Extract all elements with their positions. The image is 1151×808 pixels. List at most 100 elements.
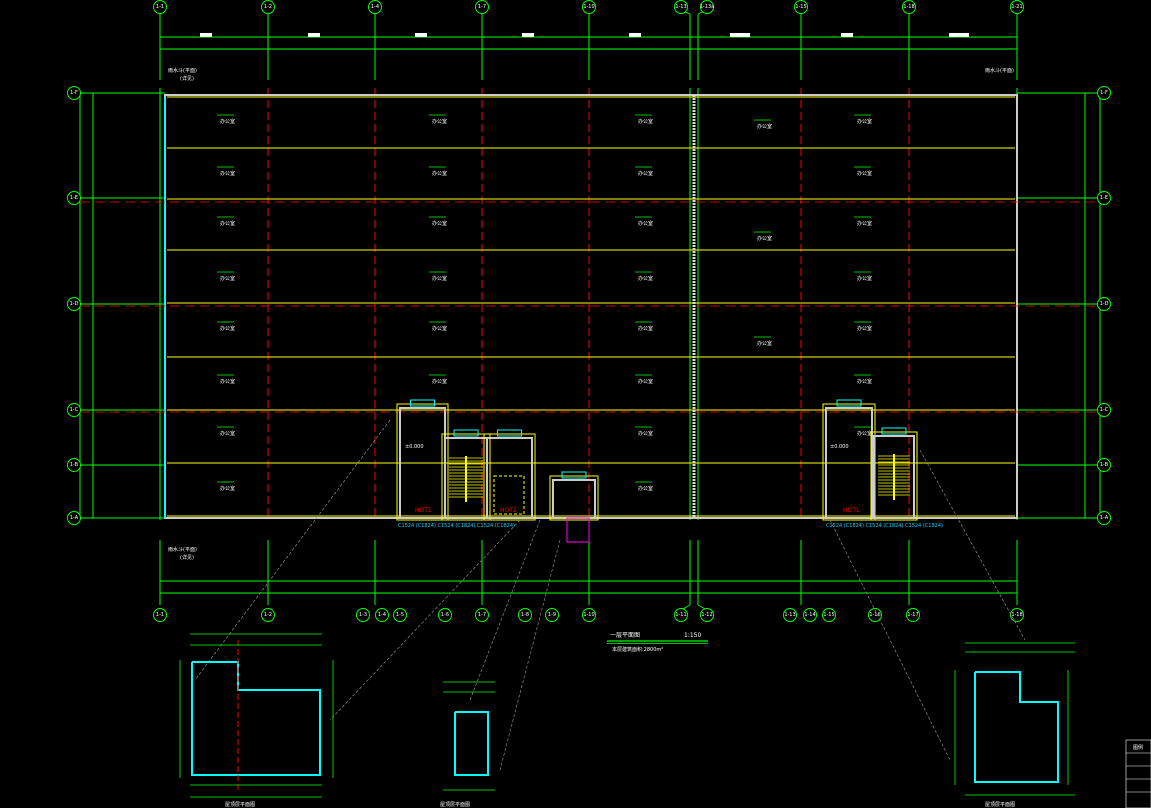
detail1-title: 屋顶层平面图 xyxy=(225,802,255,808)
axis-bubble xyxy=(1097,511,1111,525)
core-wall xyxy=(825,407,873,519)
room-label: 办公室 xyxy=(432,325,447,332)
room-label: 办公室 xyxy=(638,220,653,227)
room-label: 办公室 xyxy=(638,378,653,385)
legend-table: 图例 xyxy=(1125,739,1151,808)
axis-bubble xyxy=(545,608,559,622)
axis-bubble xyxy=(67,297,81,311)
detail-plan-2 xyxy=(454,711,489,776)
axis-label: 1-1 xyxy=(156,612,164,618)
core-outline xyxy=(396,403,449,521)
roof-note-tr: 雨水斗(平面) xyxy=(985,67,1014,74)
axis-bubble xyxy=(1097,191,1111,205)
axis-bubble xyxy=(700,0,714,14)
window xyxy=(410,399,435,407)
drawing-note: 本层建筑面积:2800m² xyxy=(612,646,663,653)
axis-bubble xyxy=(1097,403,1111,417)
dimension-text xyxy=(200,33,212,37)
dimension-text xyxy=(730,33,742,37)
door-codes: C1524 (C1824) C1524 (C1824) C1524 (C1824… xyxy=(398,523,515,529)
axis-bubble xyxy=(674,608,688,622)
axis-bubble xyxy=(902,0,916,14)
axis-label: 1-13 xyxy=(784,612,795,618)
leader-line xyxy=(469,519,541,701)
axis-label: 1-B xyxy=(70,462,79,468)
axis-bubble xyxy=(868,608,882,622)
axis-label: 1-E xyxy=(70,195,78,201)
room-label: 办公室 xyxy=(638,170,653,177)
elevation-label-core1: ±0.000 xyxy=(405,444,424,450)
axis-label: 1-D xyxy=(1100,301,1109,307)
roof-note-bl-2: (详见) xyxy=(180,554,194,561)
core-wall xyxy=(873,435,915,519)
window xyxy=(497,429,522,437)
axis-bubble xyxy=(356,608,370,622)
axis-label: 1-6 xyxy=(441,612,449,618)
label-hot1: HOT1 xyxy=(415,507,432,514)
dimension-text xyxy=(522,33,534,37)
room-label: 办公室 xyxy=(857,325,872,332)
axis-bubble xyxy=(393,608,407,622)
dimension-text xyxy=(415,33,427,37)
stair-cores xyxy=(396,399,918,543)
room-label: 办公室 xyxy=(432,170,447,177)
axis-label: 1-4 xyxy=(378,612,386,618)
axis-bubble xyxy=(803,608,817,622)
dimension-text xyxy=(949,33,961,37)
detail-plans xyxy=(179,419,1075,798)
axis-label: 1-1 xyxy=(156,4,164,10)
axis-bubble xyxy=(1097,458,1111,472)
room-label: 办公室 xyxy=(220,220,235,227)
room-label: 办公室 xyxy=(220,378,235,385)
elevation-label-core-right: ±0.000 xyxy=(830,444,849,450)
axis-bubble xyxy=(368,0,382,14)
axis-bubble xyxy=(153,608,167,622)
dimension-text xyxy=(308,33,320,37)
axis-label: 1-18 xyxy=(1011,612,1022,618)
axis-bubble xyxy=(67,86,81,100)
core-outline xyxy=(870,431,918,521)
detail-plan-1 xyxy=(191,661,321,776)
axis-bubble xyxy=(582,608,596,622)
room-label: 办公室 xyxy=(857,378,872,385)
leader-line xyxy=(499,539,561,771)
room-label: 办公室 xyxy=(638,485,653,492)
detail2-title: 屋顶层平面图 xyxy=(440,802,470,808)
axis-bubble xyxy=(674,0,688,14)
label-hot2: HOT2 xyxy=(500,507,517,514)
room-label: 办公室 xyxy=(220,275,235,282)
label-hot1-right: HOT1 xyxy=(843,507,860,514)
exterior-wall xyxy=(164,94,1018,519)
axis-bubble xyxy=(475,0,489,14)
axis-bubble xyxy=(1097,86,1111,100)
drawing-scale: 1:150 xyxy=(684,632,701,639)
axis-bubble xyxy=(438,608,452,622)
window xyxy=(453,429,479,437)
axis-label: 1-15 xyxy=(823,612,834,618)
leader-line xyxy=(194,419,391,681)
core-wall xyxy=(486,437,533,519)
dimension-text xyxy=(738,33,750,37)
axis-bubble xyxy=(261,608,275,622)
roof-note-tl-2: (详见) xyxy=(180,75,194,82)
axis-label: 1-8 xyxy=(521,612,529,618)
axis-bubble xyxy=(67,458,81,472)
axis-bubble xyxy=(67,403,81,417)
room-label: 办公室 xyxy=(220,485,235,492)
axis-label: 1-F xyxy=(1100,90,1108,96)
door-codes-right: C1524 (C1824) C1524 (C1824) C1524 (C1824… xyxy=(826,523,943,529)
window xyxy=(881,427,907,435)
room-label: 办公室 xyxy=(432,378,447,385)
axis-label: 1-E xyxy=(1100,195,1108,201)
room-label: 办公室 xyxy=(757,235,772,242)
room-label: 办公室 xyxy=(638,118,653,125)
room-label: 办公室 xyxy=(220,325,235,332)
shaft xyxy=(566,517,590,543)
core-outline xyxy=(822,403,876,521)
axis-label: 1-21 xyxy=(1011,4,1022,10)
axis-bubble xyxy=(67,511,81,525)
window xyxy=(836,399,862,407)
room-label: 办公室 xyxy=(432,220,447,227)
legend-header: 图例 xyxy=(1133,744,1143,751)
